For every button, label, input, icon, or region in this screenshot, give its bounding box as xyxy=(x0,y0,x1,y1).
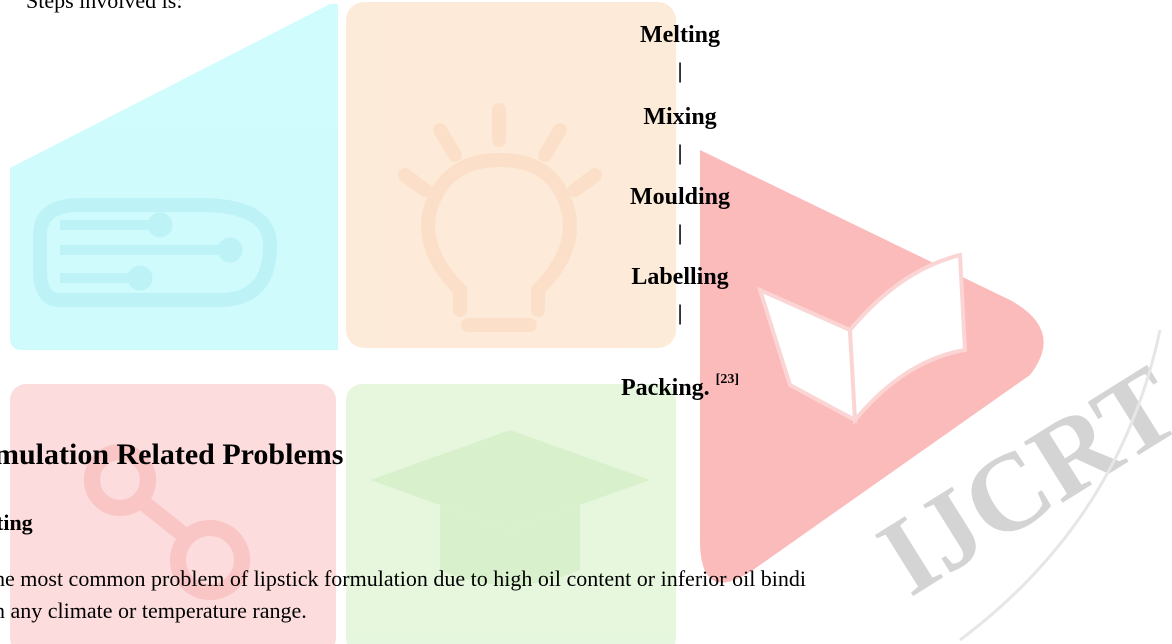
step-separator: | xyxy=(677,140,683,165)
step-moulding: Moulding xyxy=(629,184,731,210)
step-separator: | xyxy=(677,220,683,245)
step-labelling: Labelling xyxy=(631,264,729,290)
book-icon xyxy=(756,252,968,426)
gears-tile xyxy=(10,384,336,644)
gear-icon xyxy=(84,444,250,600)
step-mixing: Mixing xyxy=(643,104,717,130)
play-triangle-tile xyxy=(700,150,1044,583)
lightbulb-tile xyxy=(346,2,676,348)
lightbulb-icon xyxy=(398,103,602,332)
subsection-heading: ting xyxy=(0,510,33,535)
cloud-icon xyxy=(33,198,278,307)
step-melting: Melting xyxy=(640,22,720,48)
intro-text: Steps involved is: xyxy=(26,0,183,13)
step-packing-label: Packing. xyxy=(620,375,710,401)
graduation-tile xyxy=(346,384,676,644)
citation-ref: [23] xyxy=(715,372,739,387)
section-heading: mulation Related Problems xyxy=(0,438,344,471)
step-separator: | xyxy=(677,58,683,83)
cloud-tile xyxy=(10,4,338,350)
watermark-arc xyxy=(959,329,1162,642)
step-packing: Packing. [23] xyxy=(592,372,768,402)
paragraph-line: he most common problem of lipstick formu… xyxy=(0,566,807,591)
paragraph-line: n any climate or temperature range. xyxy=(0,598,307,623)
step-separator: | xyxy=(677,300,683,325)
graduation-cap-icon xyxy=(370,430,650,585)
